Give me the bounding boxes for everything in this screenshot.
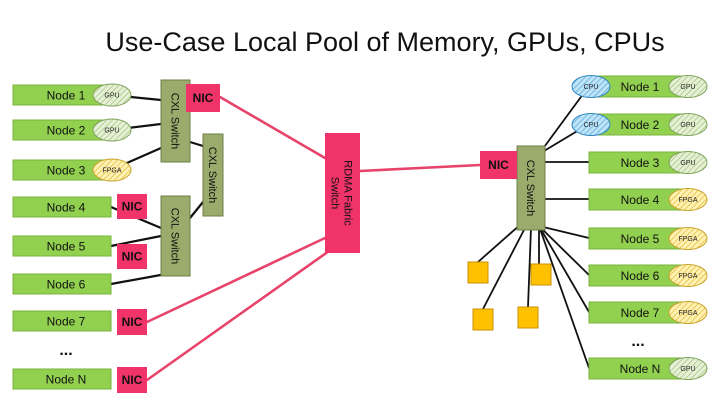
left-node-2-gpu-badge-label: GPU xyxy=(104,128,119,135)
right-node-6-fpga-badge xyxy=(668,264,708,287)
right-node-8-gpu-badge xyxy=(668,357,708,380)
right-node-6-label: Node 6 xyxy=(621,269,660,283)
right-node-3-label: Node 3 xyxy=(621,156,660,170)
left-node-5-label: Node 5 xyxy=(47,240,86,254)
left-cxl-switch-3 xyxy=(160,195,191,277)
memory-block-2 xyxy=(530,263,552,286)
right-node-1-gpu-badge xyxy=(668,75,708,98)
right-node-2-label: Node 2 xyxy=(621,118,660,132)
left-cxl-switch-2-label: CXL Switch xyxy=(206,147,218,203)
left-node-3-label: Node 3 xyxy=(47,164,86,178)
left-node-4-label: Node 4 xyxy=(47,201,86,215)
left-node-8 xyxy=(12,368,112,390)
right-node-5-fpga-badge xyxy=(668,227,708,250)
left-node-6 xyxy=(12,273,112,295)
right-node-1-label: Node 1 xyxy=(621,80,660,94)
left-node-6-label: Node 6 xyxy=(47,278,86,292)
left-node-8-label: Node N xyxy=(46,373,87,387)
left-node-2-label: Node 2 xyxy=(47,124,86,138)
left-node-7 xyxy=(12,310,112,332)
left-node-4 xyxy=(12,196,112,218)
left-nic-node5-label: NIC xyxy=(122,250,143,264)
right-nodes-ellipsis: ... xyxy=(631,333,644,350)
right-node-5-fpga-badge-label: FPGA xyxy=(678,236,697,243)
left-node-2-gpu-badge xyxy=(92,118,132,142)
left-cxl-switch-1-label: CXL Switch xyxy=(169,93,181,149)
link-red-node7-nic xyxy=(145,236,327,324)
left-nodes-ellipsis: ... xyxy=(59,342,72,359)
link-red-fabric-right-nic xyxy=(358,163,482,173)
right-nic xyxy=(480,151,517,179)
link-r-switch-node1 xyxy=(538,85,590,155)
right-nic-label: NIC xyxy=(488,158,509,172)
left-nic-node4 xyxy=(117,194,147,219)
memory-block-4 xyxy=(517,306,539,329)
link-r-switch-mem3 xyxy=(482,227,526,310)
right-node-5-label: Node 5 xyxy=(621,232,660,246)
left-cxl-switch-1 xyxy=(160,79,191,163)
left-node-5 xyxy=(12,235,112,257)
link-r-switch-node6 xyxy=(538,225,590,276)
right-node-7-fpga-badge xyxy=(668,301,708,324)
right-node-2-gpu-badge-label: GPU xyxy=(680,122,695,129)
rdma-fabric-switch xyxy=(325,133,360,253)
left-nic-switch-label: NIC xyxy=(193,91,214,105)
link-r-switch-node5 xyxy=(538,225,590,239)
memory-block-1 xyxy=(467,261,489,284)
right-node-4-fpga-badge-label: FPGA xyxy=(678,197,697,204)
right-node-7-label: Node 7 xyxy=(621,306,660,320)
left-nic-nodeN xyxy=(117,367,147,393)
link-l-node6-switch3 xyxy=(109,272,168,286)
rdma-fabric-label-line2: Switch xyxy=(329,177,341,209)
left-cxl-switch-3-label: CXL Switch xyxy=(169,208,181,264)
rdma-fabric-label-line1: RDMA Fabric xyxy=(342,160,354,226)
right-node-6-fpga-badge-label: FPGA xyxy=(678,273,697,280)
left-nic-node5 xyxy=(117,244,147,269)
left-nic-node7 xyxy=(117,309,147,335)
right-cxl-switch-label: CXL Switch xyxy=(524,160,536,216)
link-l-switch1-switch2 xyxy=(188,140,205,148)
right-node-8-label: Node N xyxy=(620,362,661,376)
left-node-3-fpga-badge-label: FPGA xyxy=(102,168,121,175)
link-l-switch3-switch2 xyxy=(188,200,205,220)
left-node-1-label: Node 1 xyxy=(47,89,86,103)
left-cxl-switch-2 xyxy=(202,133,224,217)
left-nic-node7-label: NIC xyxy=(122,315,143,329)
right-node-2-gpu-badge xyxy=(668,113,708,136)
right-cxl-switch xyxy=(516,145,546,231)
left-node-3-fpga-badge xyxy=(92,158,132,182)
link-r-switch-node7 xyxy=(538,225,590,313)
link-r-switch-mem4 xyxy=(527,227,532,308)
link-red-nodeN-nic xyxy=(145,249,331,382)
right-node-8-gpu-badge-label: GPU xyxy=(680,366,695,373)
link-red-nic-left-top xyxy=(218,95,327,160)
right-node-1-cpu-badge-label: CPU xyxy=(584,84,599,91)
memory-block-3 xyxy=(472,308,494,331)
left-nic-switch xyxy=(186,84,220,112)
left-node-7-label: Node 7 xyxy=(47,315,86,329)
left-nic-nodeN-label: NIC xyxy=(122,373,143,387)
diagram-title: Use-Case Local Pool of Memory, GPUs, CPU… xyxy=(105,27,664,57)
left-node-1-gpu-badge-label: GPU xyxy=(104,93,119,100)
right-node-3-gpu-badge xyxy=(668,151,708,174)
right-node-2-cpu-badge xyxy=(571,113,611,136)
right-node-3-gpu-badge-label: GPU xyxy=(680,160,695,167)
right-node-4-label: Node 4 xyxy=(621,193,660,207)
link-r-switch-mem1 xyxy=(477,223,522,263)
right-node-1-cpu-badge xyxy=(571,75,611,98)
link-r-switch-node8 xyxy=(538,225,590,369)
right-node-7-fpga-badge-label: FPGA xyxy=(678,310,697,317)
left-node-1-gpu-badge xyxy=(92,83,132,107)
left-nic-node4-label: NIC xyxy=(122,200,143,214)
shapes-layer: Node 1 GPU Node 2 GPU Node 3 FPGA Node 4 Node 5… xyxy=(12,75,708,393)
right-node-4-fpga-badge xyxy=(668,188,708,211)
right-node-2-cpu-badge-label: CPU xyxy=(584,122,599,129)
right-node-1-gpu-badge-label: GPU xyxy=(680,84,695,91)
